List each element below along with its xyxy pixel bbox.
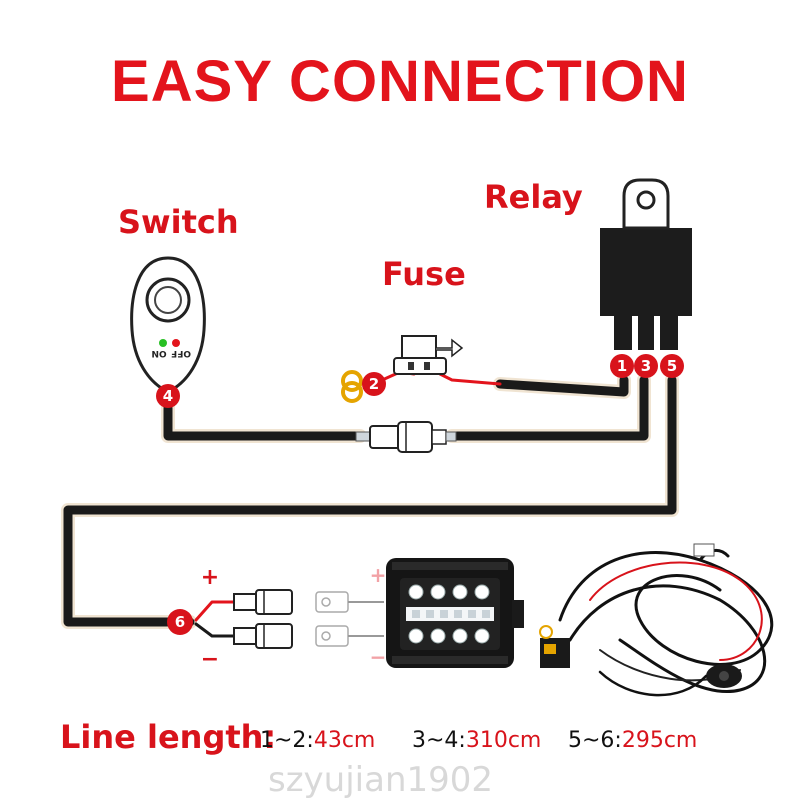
minus-sign-left: − bbox=[201, 647, 219, 672]
pin-4-badge: 4 bbox=[156, 384, 180, 408]
relay-label: Relay bbox=[484, 178, 583, 216]
pin-3-badge: 3 bbox=[634, 354, 658, 378]
plus-connector bbox=[233, 589, 384, 615]
pin-6-badge: 6 bbox=[167, 609, 193, 635]
pin-6-label: 6 bbox=[175, 613, 185, 631]
pin-3-label: 3 bbox=[641, 357, 651, 375]
inline-connector bbox=[355, 421, 457, 453]
pin-2-badge: 2 bbox=[362, 372, 386, 396]
switch-label: Switch bbox=[118, 203, 239, 241]
switch-on-text: ON bbox=[151, 348, 166, 358]
segment-value: 310cm bbox=[465, 728, 542, 753]
pin-1-label: 1 bbox=[617, 357, 627, 375]
wires bbox=[61, 370, 679, 638]
minus-sign-right: − bbox=[370, 645, 387, 669]
switch-off-text: OFF bbox=[171, 348, 191, 358]
plus-sign-left: + bbox=[201, 565, 219, 590]
switch-led-green-icon bbox=[159, 339, 167, 347]
switch-body: OFF ON bbox=[130, 256, 206, 394]
diagram-title: EASY CONNECTION bbox=[111, 49, 689, 114]
fuse-label: Fuse bbox=[382, 255, 466, 293]
segment-range: 5~6: bbox=[568, 728, 622, 753]
lamp-connectors: + − + − bbox=[201, 563, 387, 672]
plus-sign-right: + bbox=[370, 563, 387, 587]
segment-range: 3~4: bbox=[412, 728, 466, 753]
pin-4-label: 4 bbox=[163, 387, 173, 405]
led-light-icon bbox=[386, 558, 524, 668]
watermark: szyujian1902 bbox=[268, 760, 494, 800]
minus-connector bbox=[233, 623, 384, 649]
wiring-harness-icon bbox=[539, 543, 774, 697]
pin-2-label: 2 bbox=[369, 375, 379, 393]
pin-badges: 1 2 3 4 5 6 bbox=[156, 354, 684, 635]
ring-terminal-icon bbox=[341, 370, 363, 403]
line-length-segment: 5~6:295cm bbox=[568, 728, 697, 753]
pin-5-label: 5 bbox=[667, 357, 677, 375]
segment-value: 43cm bbox=[313, 728, 376, 753]
segment-value: 295cm bbox=[621, 728, 698, 753]
switch-led-red-icon bbox=[172, 339, 180, 347]
line-length-segment: 3~4:310cm bbox=[412, 728, 541, 753]
segment-range: 1~2: bbox=[260, 728, 314, 753]
line-length-segment: 1~2:43cm bbox=[260, 728, 375, 753]
relay-body bbox=[600, 178, 692, 350]
line-length-heading: Line length: bbox=[60, 718, 277, 756]
pin-1-badge: 1 bbox=[610, 354, 634, 378]
fuse-icon bbox=[393, 335, 464, 375]
pin-5-badge: 5 bbox=[660, 354, 684, 378]
